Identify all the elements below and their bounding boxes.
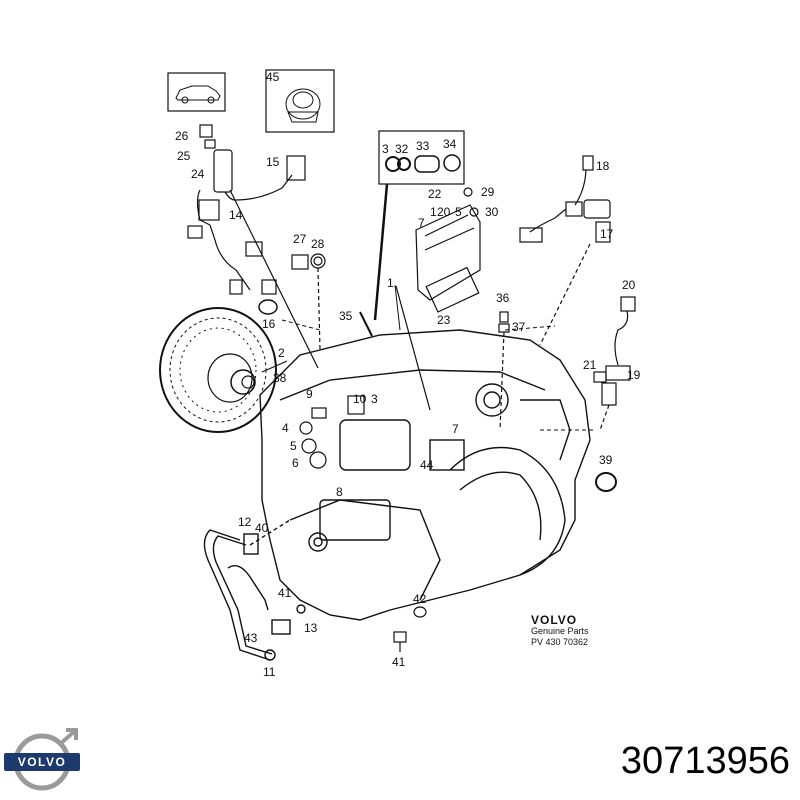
parts-32-34-detail (373, 130, 465, 321)
leader-lines (261, 284, 595, 431)
legend-subtitle: Genuine Parts (531, 626, 589, 636)
callout: 45 (266, 70, 280, 84)
callout: 23 (437, 313, 451, 327)
callout: 3 (371, 392, 378, 406)
seal-16 (258, 299, 278, 315)
diagram-legend: VOLVO Genuine Parts PV 430 70362 (531, 613, 589, 647)
callout: 7 (452, 422, 459, 436)
callout: 44 (420, 458, 434, 472)
callout: 37 (512, 320, 526, 334)
callout: 9 (306, 387, 313, 401)
callout: 35 (339, 309, 353, 323)
seal-39 (595, 472, 617, 492)
callout: 20 (622, 278, 636, 292)
callout: 41 (278, 586, 292, 600)
callout: 15 (266, 155, 280, 169)
callout: 41 (392, 655, 406, 669)
callout: 24 (191, 167, 205, 181)
callout: 38 (273, 371, 287, 385)
callout: 3 (382, 142, 389, 156)
callout: 40 (255, 521, 269, 535)
callout: 22 (428, 187, 442, 201)
vehicle-thumbnail (167, 72, 226, 112)
callout: 11 (263, 665, 276, 679)
part-45-detail (265, 69, 335, 133)
callout: 5 (290, 439, 297, 453)
callout: 20 (437, 205, 451, 219)
legend-brand: VOLVO (531, 613, 577, 627)
callout: 19 (627, 368, 641, 382)
callout: 8 (336, 485, 343, 499)
callout: 1 (430, 205, 437, 219)
callout: 25 (177, 149, 191, 163)
callout: 4 (282, 421, 289, 435)
speed-sensor-harness (187, 124, 319, 369)
bolt-36 (498, 311, 510, 431)
valve-body-7 (395, 187, 481, 411)
speed-sensor-17-18 (519, 155, 611, 346)
callout: 43 (244, 631, 258, 645)
callout: 1 (387, 276, 394, 290)
transmission-housing (259, 329, 591, 621)
callout: 29 (481, 185, 495, 199)
volvo-logo: VOLVO (4, 728, 80, 791)
callout: 18 (596, 159, 610, 173)
logo-text: VOLVO (18, 755, 67, 769)
callout: 17 (600, 227, 614, 241)
dipstick-tube (203, 519, 306, 661)
drain-plug-27 (291, 253, 326, 351)
speed-sensor-19-21 (593, 296, 636, 431)
shift-parts (299, 311, 373, 469)
callout: 16 (262, 317, 276, 331)
legend-code: PV 430 70362 (531, 637, 588, 647)
bolts-41-42 (393, 606, 427, 652)
callout: 26 (175, 129, 189, 143)
callout: 34 (443, 137, 457, 151)
callout: 2 (278, 346, 285, 360)
part-number: 30713956 (620, 740, 790, 782)
callout: 7 (418, 216, 425, 230)
callout: 28 (311, 237, 325, 251)
callout: 13 (304, 621, 318, 635)
callout: 5 (455, 205, 462, 219)
callout-labels: 26 25 24 15 14 27 28 45 3 32 33 34 22 29… (175, 70, 641, 679)
callout: 30 (485, 205, 499, 219)
torque-converter (159, 307, 277, 433)
callout: 6 (292, 456, 299, 470)
callout: 10 (353, 392, 367, 406)
callout: 14 (229, 208, 243, 222)
callout: 12 (238, 515, 252, 529)
callout: 32 (395, 142, 409, 156)
callout: 27 (293, 232, 307, 246)
callout: 33 (416, 139, 430, 153)
callout: 39 (599, 453, 613, 467)
callout: 42 (413, 592, 427, 606)
callout: 36 (496, 291, 510, 305)
callout: 21 (583, 358, 597, 372)
